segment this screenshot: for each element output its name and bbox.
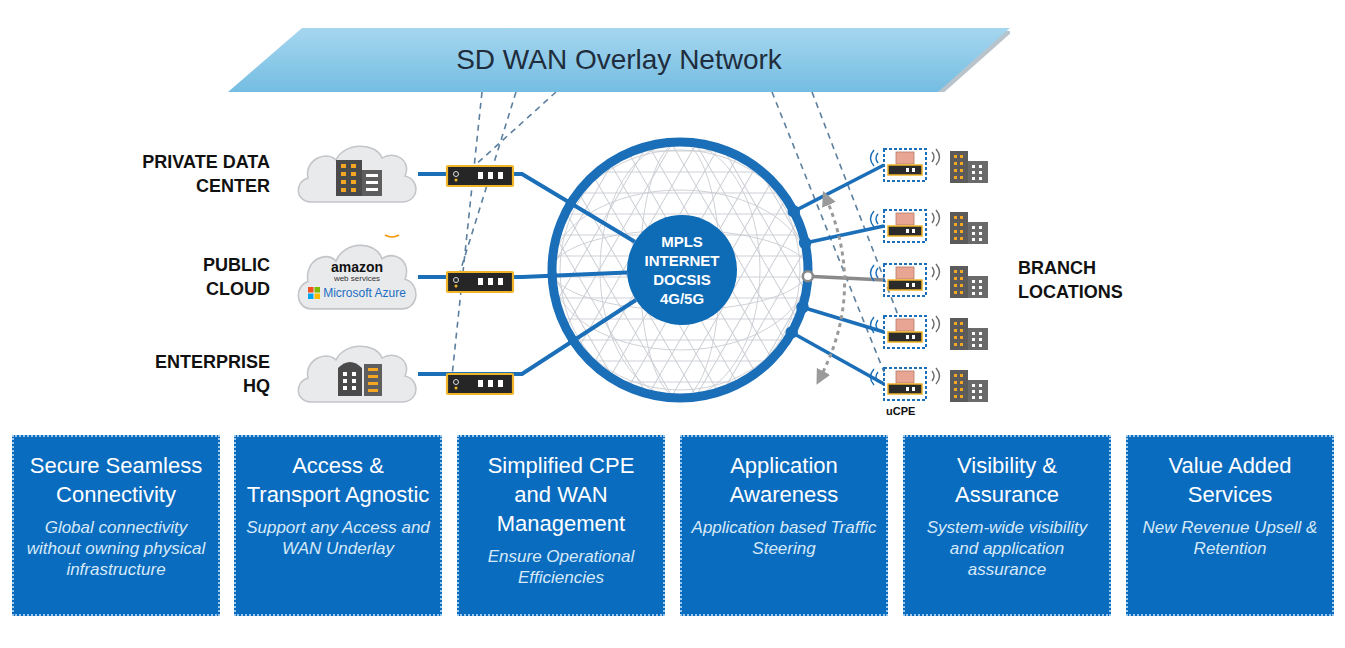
feature-box: Access & Transport AgnosticSupport any A… xyxy=(234,435,442,616)
group-label: BRANCH LOCATIONS xyxy=(1018,256,1158,304)
router-device xyxy=(447,166,513,186)
feature-heading: Simplified CPE and WAN Management xyxy=(467,451,655,538)
feature-subtitle: New Revenue Upsell & Retention xyxy=(1136,517,1324,559)
feature-subtitle: Ensure Operational Efficiencies xyxy=(467,546,655,588)
azure-row: Microsoft Azure xyxy=(308,286,406,300)
site-link xyxy=(418,300,636,374)
feature-box: Simplified CPE and WAN ManagementEnsure … xyxy=(457,435,665,616)
feature-heading: Value Added Services xyxy=(1136,451,1324,509)
feature-heading: Secure Seamless Connectivity xyxy=(22,451,210,509)
site-label: ENTERPRISE HQ xyxy=(142,350,270,398)
amazon-smile xyxy=(384,234,400,239)
site-label: PRIVATE DATA CENTER xyxy=(142,150,270,198)
feature-heading: Application Awareness xyxy=(690,451,878,509)
overlay-band: SD WAN Overlay Network xyxy=(228,28,1010,92)
feature-subtitle: Application based Traffic Steering xyxy=(690,517,878,559)
cloud-outline xyxy=(292,338,422,410)
cloud-logos: amazonweb servicesMicrosoft Azure xyxy=(292,236,422,318)
feature-subtitle: Global connectivity without owning physi… xyxy=(22,517,210,580)
transport-text: MPLS INTERNET DOCSIS 4G/5G xyxy=(640,232,725,308)
feature-heading: Visibility & Assurance xyxy=(913,451,1101,509)
globe xyxy=(552,142,808,398)
windows-logo xyxy=(308,287,320,299)
link-dot xyxy=(568,335,578,345)
site-label: PUBLIC CLOUD xyxy=(142,253,270,301)
globe-lattice xyxy=(490,70,876,470)
link-dot xyxy=(566,199,576,209)
feature-box: Value Added ServicesNew Revenue Upsell &… xyxy=(1126,435,1334,616)
router-device xyxy=(447,272,513,292)
feature-subtitle: Support any Access and WAN Underlay xyxy=(244,517,432,559)
site-cloud: PRIVATE DATA CENTER xyxy=(292,138,422,210)
transport-circle: MPLS INTERNET DOCSIS 4G/5G xyxy=(627,215,737,325)
feature-heading: Access & Transport Agnostic xyxy=(244,451,432,509)
branch-links xyxy=(787,149,988,402)
logo-text: web services xyxy=(334,274,380,283)
feature-box: Application AwarenessApplication based T… xyxy=(680,435,888,616)
router-device xyxy=(447,374,513,394)
device-label: uCPE xyxy=(886,405,915,417)
link-dot xyxy=(547,271,557,281)
logo-text: amazon xyxy=(331,260,383,274)
feature-box: Secure Seamless ConnectivityGlobal conne… xyxy=(12,435,220,616)
feature-subtitle: System-wide visibility and application a… xyxy=(913,517,1101,580)
logo-text: Microsoft Azure xyxy=(323,286,406,300)
site-cloud: ENTERPRISE HQ xyxy=(292,338,422,410)
globe-ring xyxy=(552,142,808,398)
feature-box: Visibility & AssuranceSystem-wide visibi… xyxy=(903,435,1111,616)
steering-arrow xyxy=(820,198,845,378)
cloud-outline xyxy=(292,138,422,210)
site-cloud: PUBLIC CLOUDamazonweb servicesMicrosoft … xyxy=(292,236,422,318)
band-title: SD WAN Overlay Network xyxy=(456,44,782,76)
